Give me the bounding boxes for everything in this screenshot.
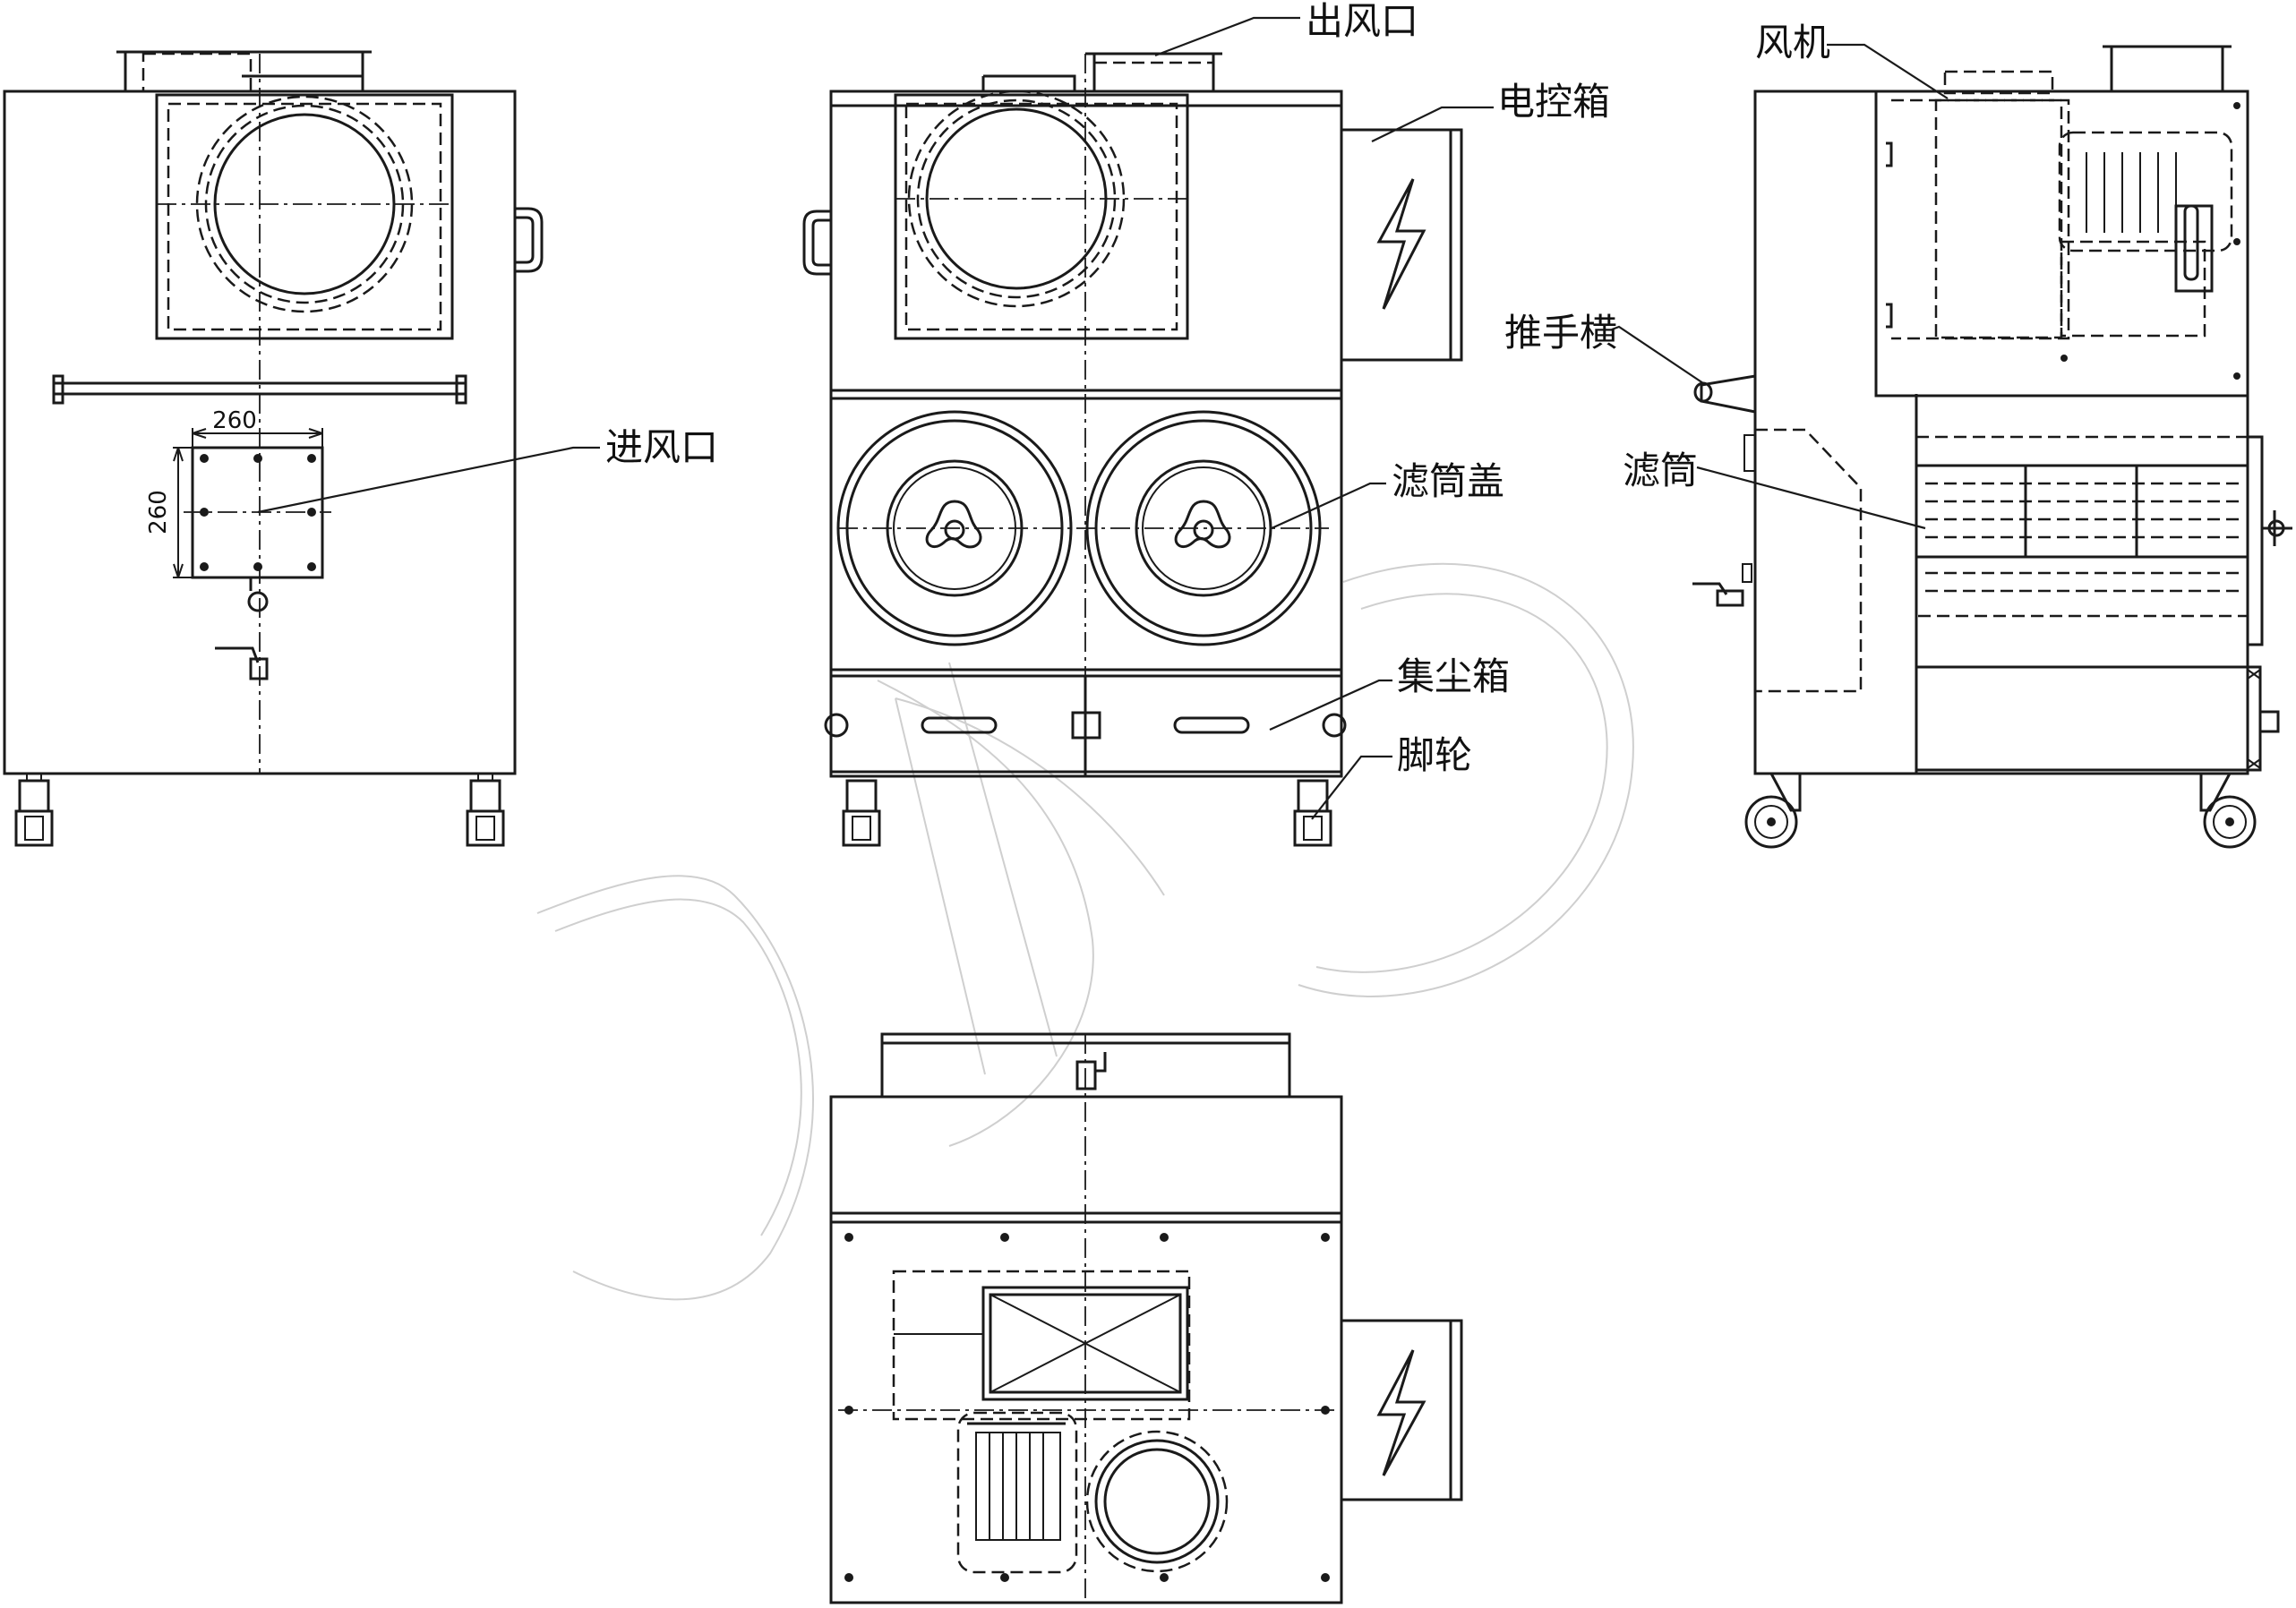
front-view <box>802 52 1463 847</box>
label-outlet: 出风口 <box>1306 0 1418 43</box>
label-push-bar: 推手横 <box>1504 311 1617 355</box>
leader-lines <box>257 16 1949 820</box>
dimension-width: 260 <box>212 407 257 434</box>
lightning-icon <box>1376 178 1426 310</box>
rear-view <box>3 50 544 847</box>
top-view <box>829 1032 1463 1604</box>
side-view <box>1692 45 2292 849</box>
label-control-box: 电控箱 <box>1497 80 1610 124</box>
label-inlet: 进风口 <box>605 425 718 469</box>
label-dust-box: 集尘箱 <box>1397 654 1510 698</box>
label-caster: 脚轮 <box>1397 733 1472 777</box>
label-fan: 风机 <box>1755 21 1830 64</box>
label-filter-cap: 滤筒盖 <box>1392 459 1504 503</box>
label-filter: 滤筒 <box>1623 449 1698 492</box>
dimension-height: 260 <box>145 490 172 535</box>
